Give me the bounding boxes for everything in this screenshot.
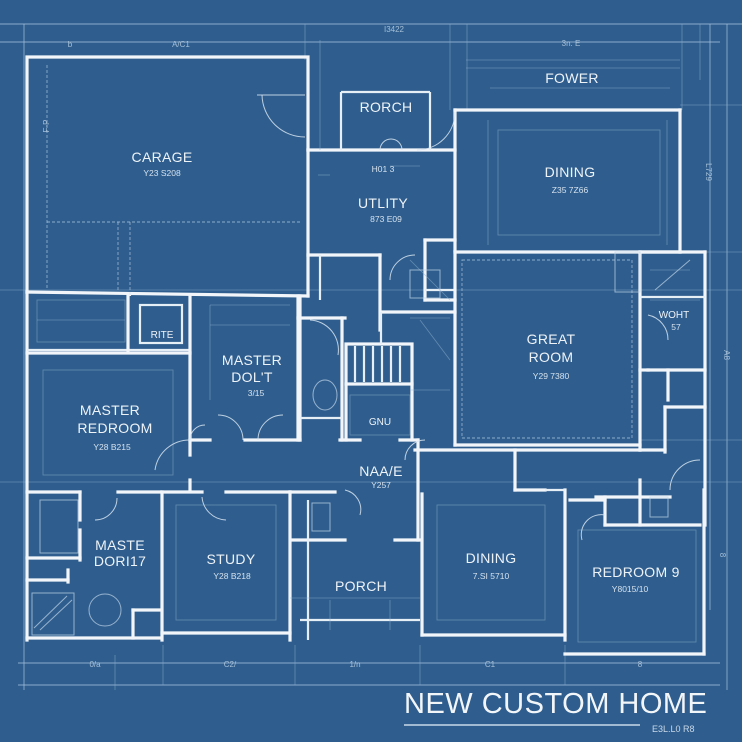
- room-naae: NAA/E Y257: [359, 463, 403, 490]
- room-label-bedroom-9: REDROOM 9: [592, 564, 680, 580]
- door-swings: [94, 94, 701, 541]
- room-label-master-bedroom-line1: MASTER: [80, 402, 140, 418]
- dim-bottom-2: 1/n: [349, 660, 360, 669]
- room-gnu: GNU: [369, 417, 391, 428]
- room-label-dining-bottom: DINING: [466, 550, 517, 566]
- room-master-bedroom: MASTER REDROOM Y28 B215: [77, 402, 152, 452]
- room-label-garage: CARAGE: [132, 149, 193, 165]
- room-label-master-bath-line2: DORI17: [94, 553, 146, 569]
- dim-bottom-3: C1: [485, 660, 496, 669]
- dim-bottom-1: C2/: [224, 660, 237, 669]
- room-great-room: GREAT ROOM Y29 7380: [527, 331, 576, 381]
- room-label-study: STUDY: [207, 551, 256, 567]
- title-block: NEW CUSTOM HOME E3L.L0 R8: [404, 688, 707, 734]
- dim-right-0: L729: [704, 163, 713, 181]
- room-dining-top: DINING Z35 7Z66: [545, 164, 596, 195]
- room-label-master-bedroom-line2: REDROOM: [77, 420, 152, 436]
- room-note-utility: H01 3: [372, 164, 395, 174]
- room-dims-master-bedroom: Y28 B215: [93, 442, 131, 452]
- room-dims-bedroom-9: Y8015/10: [612, 584, 649, 594]
- interior-guides: [36, 40, 700, 643]
- room-dims-dining-top: Z35 7Z66: [552, 185, 589, 195]
- fixtures: [31, 251, 691, 636]
- plan-title: NEW CUSTOM HOME: [404, 688, 707, 720]
- room-dims-garage: Y23 S208: [143, 168, 181, 178]
- room-label-utility: UTLITY: [358, 195, 408, 211]
- dim-top-3: 3n. E: [562, 39, 581, 48]
- room-dims-master-closet: 3/15: [248, 388, 265, 398]
- room-label-rorch: RORCH: [360, 99, 413, 115]
- room-garage: CARAGE Y23 S208: [132, 149, 193, 178]
- dimension-guides: [0, 23, 742, 690]
- dimension-labels: b A/C1 I3422 3n. E 0/a C2/ 1/n C1 8 F-P …: [42, 25, 731, 669]
- room-label-fower: FOWER: [545, 70, 599, 86]
- room-dims-utility: 873 E09: [370, 214, 402, 224]
- room-label-great-room-line1: GREAT: [527, 331, 576, 347]
- room-label-dining-top: DINING: [545, 164, 596, 180]
- room-study: STUDY Y28 B218: [207, 551, 256, 581]
- dim-top-0: b: [68, 40, 73, 49]
- room-dims-naae: Y257: [371, 480, 391, 490]
- room-master-closet: MASTER DOL'T 3/15: [222, 352, 282, 398]
- dim-top-2: I3422: [384, 25, 405, 34]
- room-dims-study: Y28 B218: [213, 571, 251, 581]
- room-woht: WOHT 57: [659, 310, 690, 332]
- room-label-naae: NAA/E: [359, 463, 403, 479]
- dim-bottom-0: 0/a: [89, 660, 101, 669]
- room-label-master-closet-line1: MASTER: [222, 352, 282, 368]
- room-utility: H01 3 UTLITY 873 E09: [358, 164, 408, 224]
- dim-right-1: A8: [722, 350, 731, 360]
- dim-top-1: A/C1: [172, 40, 190, 49]
- room-rite: RITE: [151, 330, 174, 341]
- room-dims-woht: 57: [671, 322, 681, 332]
- room-label-gnu: GNU: [369, 417, 391, 428]
- plan-scale-note: E3L.L0 R8: [652, 724, 695, 734]
- room-label-great-room-line2: ROOM: [529, 349, 574, 365]
- room-label-porch: PORCH: [335, 578, 387, 594]
- room-master-bath: MASTE DORI17: [94, 537, 146, 569]
- dim-right-2: 8: [718, 553, 727, 558]
- room-fower: FOWER: [545, 70, 599, 86]
- room-label-rite: RITE: [151, 330, 174, 341]
- room-dims-dining-bottom: 7.SI 5710: [473, 571, 510, 581]
- room-dims-great-room: Y29 7380: [533, 371, 570, 381]
- walls: [25, 55, 707, 656]
- dim-left-0: F-P: [42, 120, 51, 133]
- room-bedroom-9: REDROOM 9 Y8015/10: [592, 564, 680, 594]
- dim-bottom-4: 8: [638, 660, 643, 669]
- room-label-woht: WOHT: [659, 310, 690, 321]
- room-rorch: RORCH: [360, 99, 413, 115]
- room-label-master-bath-line1: MASTE: [95, 537, 145, 553]
- room-label-master-closet-line2: DOL'T: [231, 369, 273, 385]
- room-dining-bottom: DINING 7.SI 5710: [466, 550, 517, 581]
- room-porch: PORCH: [335, 578, 387, 594]
